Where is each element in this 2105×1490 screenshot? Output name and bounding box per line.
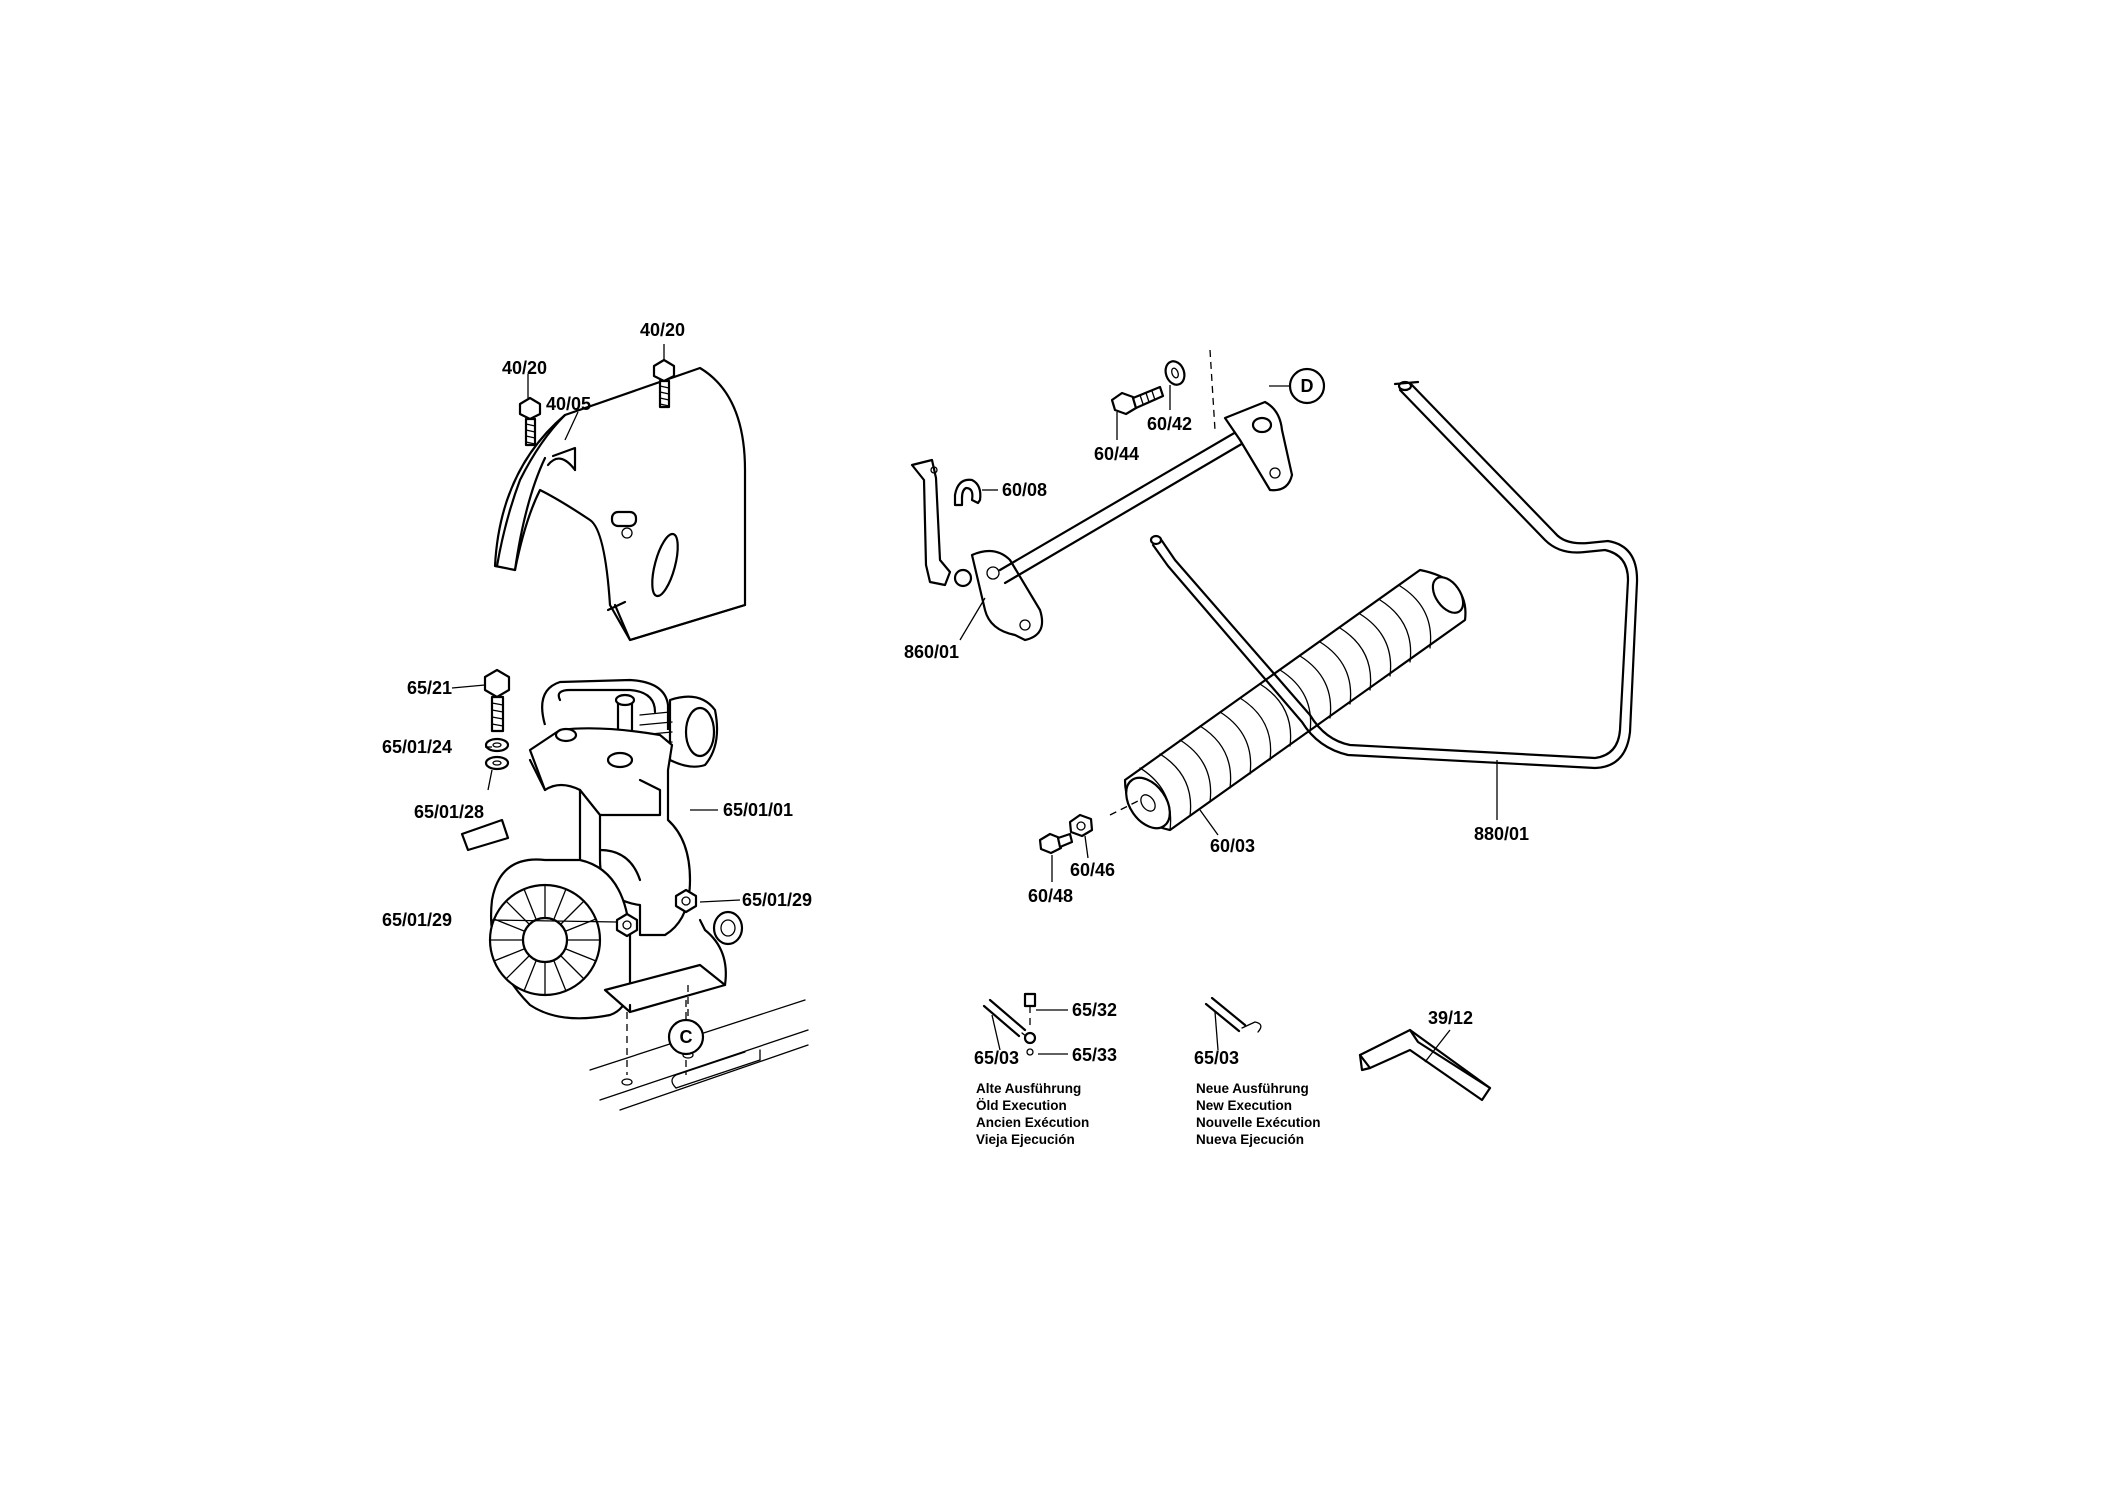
allen-key-39-12-drawing [1358, 1028, 1492, 1102]
legend-new-execution: Neue Ausführung New Execution Nouvelle E… [1196, 1081, 1321, 1147]
label-65-32: 65/32 [1072, 1000, 1117, 1020]
label-65-01-29-right: 65/01/29 [742, 890, 812, 910]
washer-65-01-24-drawing [484, 737, 510, 753]
legend-new-de: Neue Ausführung [1196, 1081, 1309, 1096]
label-60-44: 60/44 [1094, 444, 1139, 464]
detail-65-03-old-drawing [982, 992, 1037, 1056]
ref-d-letter: D [1301, 376, 1314, 396]
washer-60-46-drawing [1068, 813, 1094, 838]
bolt-65-21-drawing [483, 668, 511, 733]
label-39-12: 39/12 [1428, 1008, 1473, 1028]
legend-old-es: Vieja Ejecución [976, 1132, 1075, 1147]
bolt-60-44-drawing [1110, 385, 1165, 416]
label-65-01-01: 65/01/01 [723, 800, 793, 820]
label-860-01: 860/01 [904, 642, 959, 662]
cover-40-05-drawing [493, 366, 747, 642]
washer-65-01-28-drawing [484, 755, 510, 771]
label-60-48: 60/48 [1028, 886, 1073, 906]
label-65-03-old: 65/03 [974, 1048, 1019, 1068]
label-65-01-29-left: 65/01/29 [382, 910, 452, 930]
label-65-21: 65/21 [407, 678, 452, 698]
clip-60-08-drawing [953, 478, 982, 507]
legend-old-en: Öld Execution [976, 1098, 1067, 1113]
ref-d-marker: D [1288, 367, 1326, 405]
bolt-40-20-left-drawing [518, 396, 542, 447]
label-65-03-new: 65/03 [1194, 1048, 1239, 1068]
lever-860-01-drawing [910, 349, 1294, 642]
part-labels: 40/20 40/20 40/05 65/21 65/01/24 65/01/2… [382, 320, 1529, 1068]
washer-60-42-drawing [1164, 360, 1186, 386]
label-40-20-right: 40/20 [640, 320, 685, 340]
legend-old-execution: Alte Ausführung Öld Execution Ancien Exé… [976, 1081, 1089, 1147]
label-65-01-24: 65/01/24 [382, 737, 452, 757]
label-60-03: 60/03 [1210, 836, 1255, 856]
label-60-08: 60/08 [1002, 480, 1047, 500]
ref-c-marker: C [667, 1018, 705, 1056]
label-65-33: 65/33 [1072, 1045, 1117, 1065]
label-60-42: 60/42 [1147, 414, 1192, 434]
legend-old-de: Alte Ausführung [976, 1081, 1081, 1096]
legend-new-fr: Nouvelle Exécution [1196, 1115, 1321, 1130]
bolt-40-20-right-drawing [652, 358, 676, 409]
label-40-20-left: 40/20 [502, 358, 547, 378]
engine-65-01-01-drawing [460, 678, 744, 1020]
detail-65-03-new-drawing [1204, 996, 1262, 1033]
legend-new-es: Nueva Ejecución [1196, 1132, 1304, 1147]
leader-lines [451, 344, 1498, 1075]
label-880-01: 880/01 [1474, 824, 1529, 844]
legend-new-en: New Execution [1196, 1098, 1292, 1113]
ref-c-letter: C [680, 1027, 693, 1047]
label-40-05: 40/05 [546, 394, 591, 414]
roller-60-03-drawing [1109, 568, 1467, 832]
label-65-01-28: 65/01/28 [414, 802, 484, 822]
bolt-60-48-drawing [1038, 832, 1074, 855]
label-60-46: 60/46 [1070, 860, 1115, 880]
legend-old-fr: Ancien Exécution [976, 1115, 1089, 1130]
bail-880-01-drawing [1149, 380, 1639, 770]
